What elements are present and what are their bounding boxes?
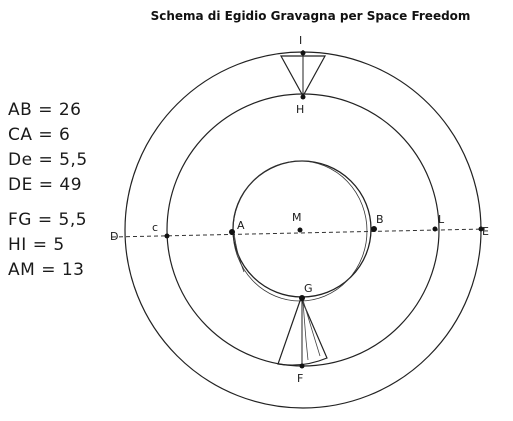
- point-l-dot: [432, 226, 438, 232]
- point-g-dot: [299, 295, 305, 301]
- measurement-ca: CA = 6: [8, 125, 71, 145]
- point-label-l: L: [438, 213, 445, 226]
- point-label-e: E: [482, 225, 489, 238]
- diameter-line: [111, 228, 486, 238]
- point-b-dot: [371, 226, 377, 232]
- point-label-b: B: [376, 213, 384, 226]
- point-f-dot: [299, 363, 305, 369]
- inner-hatch: [233, 231, 245, 273]
- measurement-ab: AB = 26: [8, 100, 82, 120]
- point-i-dot: [300, 50, 306, 56]
- bottom-spoke-shade: [302, 299, 321, 361]
- diagram-title-text: Schema di Egidio Gravagna per Space Free…: [150, 9, 471, 23]
- measurement-de: DE = 49: [8, 175, 83, 195]
- point-c-dot: [164, 233, 170, 239]
- point-h-dot: [300, 94, 306, 100]
- point-label-d: D: [110, 230, 118, 243]
- point-m-dot: [297, 227, 303, 233]
- measurement-de-small: De = 5,5: [8, 150, 88, 170]
- point-label-f: F: [297, 372, 303, 385]
- middle-circle: [166, 93, 440, 367]
- point-label-g: G: [304, 282, 313, 295]
- measurement-hi: HI = 5: [8, 235, 65, 255]
- measurements-list: AB = 26 CA = 6 De = 5,5 DE = 49 FG = 5,5…: [8, 98, 88, 283]
- point-label-i: I: [299, 34, 302, 47]
- point-label-h: H: [296, 103, 304, 116]
- point-e-dot: [478, 226, 484, 232]
- measurement-fg: FG = 5,5: [8, 210, 88, 230]
- point-label-c: c: [152, 221, 158, 234]
- point-label-m: M: [292, 211, 302, 224]
- point-label-a: A: [237, 219, 245, 232]
- measurement-am: AM = 13: [8, 260, 85, 280]
- diagram-title: Schema di Egidio Gravagna per Space Free…: [0, 9, 513, 23]
- point-a-dot: [229, 229, 235, 235]
